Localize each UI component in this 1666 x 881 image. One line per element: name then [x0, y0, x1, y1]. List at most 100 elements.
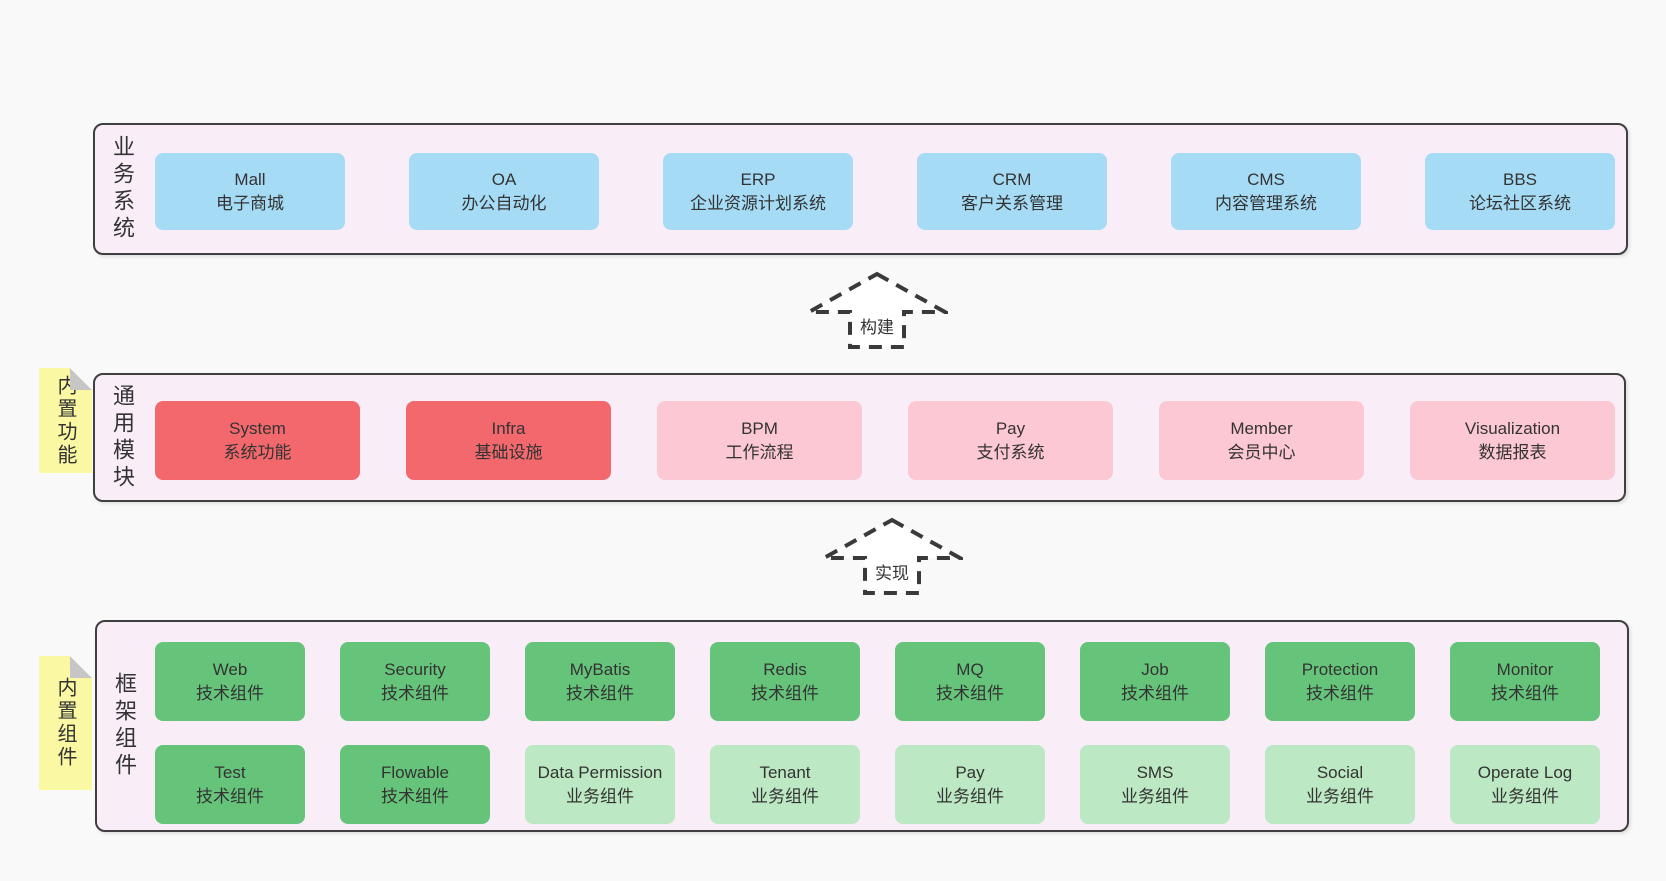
note-fold-corner-icon: [70, 656, 92, 678]
box-sms: SMS 业务组件: [1080, 745, 1230, 824]
box-name: Pay: [995, 418, 1026, 438]
box-mybatis: MyBatis 技术组件: [525, 642, 675, 721]
box-name: Job: [1141, 659, 1169, 679]
layer-label-framework-components: 框架组件: [112, 672, 137, 780]
box-protection: Protection 技术组件: [1265, 642, 1415, 721]
box-desc: 业务组件: [566, 786, 634, 806]
box-name: ERP: [740, 169, 776, 189]
box-name: Protection: [1301, 659, 1379, 679]
box-name: CRM: [992, 169, 1032, 189]
box-desc: 技术组件: [196, 683, 264, 703]
box-desc: 会员中心: [1227, 442, 1296, 462]
box-flowable: Flowable 技术组件: [340, 745, 490, 824]
box-system: System 系统功能: [155, 401, 360, 480]
layer-label-common-modules: 通用模块: [110, 383, 135, 492]
arrow-implement: 实现: [821, 517, 963, 597]
box-desc: 业务组件: [751, 786, 819, 806]
layer-business-systems: 业务系统 Mall 电子商城 OA 办公自动化 ERP 企业资源计划系统 CRM 客户关系管理…: [93, 123, 1628, 255]
box-name: Data Permission: [537, 762, 663, 782]
box-pay: Pay 业务组件: [895, 745, 1045, 824]
box-name: Test: [214, 762, 246, 782]
sticky-note-built-in-features: 内置功能: [39, 368, 92, 473]
box-visualization: Visualization 数据报表: [1410, 401, 1615, 480]
box-desc: 技术组件: [1306, 683, 1374, 703]
dashed-up-arrow-icon: [806, 271, 948, 349]
box-bpm: BPM 工作流程: [657, 401, 862, 480]
box-member: Member 会员中心: [1159, 401, 1364, 480]
box-name: MyBatis: [569, 659, 631, 679]
box-desc: 系统功能: [223, 442, 292, 462]
box-name: SMS: [1136, 762, 1174, 782]
box-desc: 电子商城: [216, 193, 284, 213]
box-desc: 技术组件: [936, 683, 1004, 703]
box-desc: 技术组件: [381, 683, 449, 703]
box-monitor: Monitor 技术组件: [1450, 642, 1600, 721]
box-cms: CMS 内容管理系统: [1171, 153, 1361, 230]
layer-label-business-systems: 业务系统: [110, 135, 135, 243]
box-name: Social: [1316, 762, 1364, 782]
box-name: CMS: [1247, 169, 1285, 189]
box-data-permission: Data Permission 业务组件: [525, 745, 675, 824]
box-name: Infra: [491, 418, 526, 438]
box-name: Operate Log: [1477, 762, 1573, 782]
business-box-row: Mall 电子商城 OA 办公自动化 ERP 企业资源计划系统 CRM 客户关系管理 CMS 内容…: [155, 153, 1615, 230]
box-test: Test 技术组件: [155, 745, 305, 824]
box-desc: 基础设施: [474, 442, 543, 462]
box-security: Security 技术组件: [340, 642, 490, 721]
box-name: Member: [1230, 418, 1293, 438]
box-social: Social 业务组件: [1265, 745, 1415, 824]
box-desc: 业务组件: [1306, 786, 1374, 806]
box-desc: 业务组件: [936, 786, 1004, 806]
box-desc: 客户关系管理: [961, 193, 1063, 213]
box-name: Mall: [234, 169, 266, 189]
box-name: BBS: [1502, 169, 1538, 189]
box-desc: 技术组件: [1491, 683, 1559, 703]
box-job: Job 技术组件: [1080, 642, 1230, 721]
box-name: Redis: [763, 659, 807, 679]
box-infra: Infra 基础设施: [406, 401, 611, 480]
box-redis: Redis 技术组件: [710, 642, 860, 721]
box-oa: OA 办公自动化: [409, 153, 599, 230]
box-desc: 技术组件: [381, 786, 449, 806]
box-name: BPM: [741, 418, 778, 438]
dashed-up-arrow-icon: [821, 517, 963, 595]
box-desc: 数据报表: [1478, 442, 1547, 462]
box-mall: Mall 电子商城: [155, 153, 345, 230]
box-desc: 工作流程: [725, 442, 794, 462]
sticky-note-built-in-components: 内置组件: [39, 656, 92, 790]
box-name: Visualization: [1464, 418, 1561, 438]
box-name: System: [229, 418, 286, 438]
box-desc: 论坛社区系统: [1469, 193, 1571, 213]
box-operate-log: Operate Log 业务组件: [1450, 745, 1600, 824]
sticky-note-built-in-components-label: 内置组件: [54, 677, 76, 769]
box-desc: 技术组件: [566, 683, 634, 703]
box-desc: 企业资源计划系统: [690, 193, 826, 213]
box-pay: Pay 支付系统: [908, 401, 1113, 480]
box-desc: 技术组件: [1121, 683, 1189, 703]
box-desc: 内容管理系统: [1215, 193, 1317, 213]
arrow-build-label: 构建: [857, 313, 897, 338]
box-crm: CRM 客户关系管理: [917, 153, 1107, 230]
sticky-note-built-in-features-label: 内置功能: [54, 374, 76, 467]
box-name: Monitor: [1496, 659, 1554, 679]
layer-common-modules: 通用模块 System 系统功能 Infra 基础设施 BPM 工作流程 Pay 支付系统 Me…: [93, 373, 1626, 502]
box-desc: 业务组件: [1491, 786, 1559, 806]
box-name: Pay: [955, 762, 985, 782]
box-bbs: BBS 论坛社区系统: [1425, 153, 1615, 230]
box-name: Security: [384, 659, 446, 679]
box-name: Flowable: [380, 762, 450, 782]
box-name: OA: [491, 169, 517, 189]
box-desc: 支付系统: [976, 442, 1045, 462]
arrow-implement-label: 实现: [872, 559, 912, 584]
box-desc: 办公自动化: [461, 193, 547, 213]
box-desc: 技术组件: [751, 683, 819, 703]
box-erp: ERP 企业资源计划系统: [663, 153, 853, 230]
box-desc: 业务组件: [1121, 786, 1189, 806]
box-desc: 技术组件: [196, 786, 264, 806]
